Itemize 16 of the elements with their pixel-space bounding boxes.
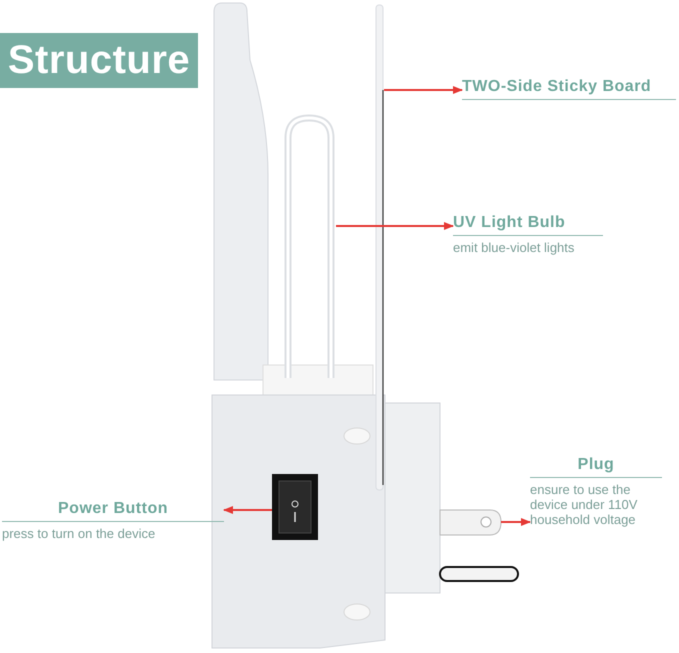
- sticky-board: [376, 4, 384, 490]
- plug-prong: [440, 510, 502, 536]
- leader-arrow: [384, 86, 463, 94]
- callout-heading: UV Light Bulb: [453, 214, 603, 236]
- uv-tube: [284, 114, 334, 378]
- leader-arrow: [501, 518, 531, 526]
- callout-description: emit blue-violet lights: [453, 239, 576, 255]
- callout-heading: TWO-Side Sticky Board: [462, 78, 676, 100]
- rocker-switch: [272, 474, 318, 540]
- leader-arrow: [223, 506, 272, 514]
- leader-arrow: [336, 222, 454, 230]
- callout-description: ensure to use the device under 110V household voltage: [530, 481, 638, 527]
- callout-description: press to turn on the device: [2, 525, 156, 541]
- callout-heading: Plug: [530, 456, 662, 478]
- callout-heading: Power Button: [2, 500, 224, 522]
- title-banner: Structure: [0, 33, 198, 88]
